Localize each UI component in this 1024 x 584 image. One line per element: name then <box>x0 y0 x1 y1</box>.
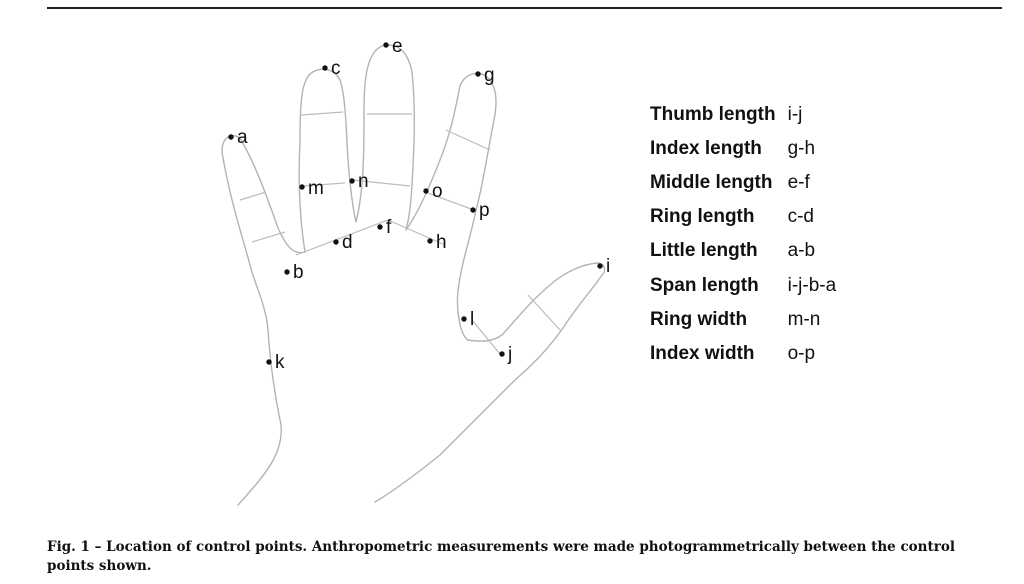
measurement-name: Little length <box>650 240 758 262</box>
point-label-e: e <box>392 36 403 57</box>
point-label-a: a <box>237 127 248 148</box>
measurement-name: Ring width <box>650 308 748 330</box>
control-point-g: g <box>475 65 495 86</box>
control-points: a b c d e f g h i j k l m n o p <box>228 36 610 373</box>
point-label-j: j <box>507 344 512 365</box>
point-label-c: c <box>331 58 341 79</box>
caption-text: Location of control points. Anthropometr… <box>47 539 955 574</box>
control-point-j: j <box>499 344 512 365</box>
measurement-points: m-n <box>787 308 821 330</box>
point-label-n: n <box>358 171 369 192</box>
measurement-points: a-b <box>787 240 816 262</box>
outline-pinky-outer <box>221 134 282 506</box>
measurement-row: Middle length e-f <box>650 166 836 200</box>
point-label-p: p <box>479 200 490 221</box>
control-point-o: o <box>423 181 443 202</box>
figure-caption: Fig. 1 – Location of control points. Ant… <box>47 538 1002 576</box>
measurement-points: i-j <box>787 104 803 126</box>
point-label-b: b <box>293 262 304 283</box>
control-point-e: e <box>383 36 403 57</box>
control-point-f: f <box>377 217 392 238</box>
control-point-p: p <box>470 200 490 221</box>
control-point-c: c <box>322 58 341 79</box>
point-label-m: m <box>308 178 324 199</box>
point-label-k: k <box>275 352 285 373</box>
measurement-table: Thumb length i-j Index length g-h Middle l… <box>650 98 836 371</box>
control-point-n: n <box>349 171 369 192</box>
control-point-h: h <box>427 232 447 253</box>
control-point-l: l <box>461 309 474 330</box>
top-rule <box>47 7 1002 9</box>
hand-figure: a b c d e f g h i j k l m n o p <box>221 36 610 506</box>
outline-ring-finger <box>298 68 357 253</box>
measurement-row: Ring width m-n <box>650 303 836 337</box>
point-label-h: h <box>436 232 447 253</box>
measurement-name: Middle length <box>650 172 773 194</box>
hand-outline <box>221 44 606 506</box>
point-label-o: o <box>432 181 443 202</box>
measurement-points: i-j-b-a <box>787 274 837 296</box>
control-point-i: i <box>597 256 610 277</box>
caption-label: Fig. 1 – <box>47 539 107 555</box>
measurement-name: Span length <box>650 274 759 296</box>
measurement-row: Thumb length i-j <box>650 98 836 132</box>
measurement-name: Index width <box>650 342 755 364</box>
control-point-b: b <box>284 262 304 283</box>
control-point-m: m <box>299 178 324 199</box>
measurement-row: Ring length c-d <box>650 200 836 234</box>
measurement-points: o-p <box>787 342 816 364</box>
measurement-row: Index width o-p <box>650 337 836 371</box>
measurement-name: Thumb length <box>650 104 776 126</box>
point-label-g: g <box>484 65 495 86</box>
measurement-row: Span length i-j-b-a <box>650 268 836 302</box>
point-label-i: i <box>606 256 610 277</box>
control-point-d: d <box>333 232 353 253</box>
outline-pinky-inner <box>239 137 306 254</box>
point-label-l: l <box>470 309 474 330</box>
control-point-a: a <box>228 127 248 148</box>
measurement-name: Index length <box>650 138 762 160</box>
point-label-d: d <box>342 232 353 253</box>
outline-middle-finger <box>355 44 415 231</box>
point-label-f: f <box>386 217 392 238</box>
measurement-row: Little length a-b <box>650 234 836 268</box>
outline-index-finger <box>405 72 497 341</box>
measurement-points: e-f <box>787 172 810 194</box>
finger-creases <box>239 111 561 355</box>
measurement-row: Index length g-h <box>650 132 836 166</box>
outline-thumb <box>374 262 606 503</box>
measurement-name: Ring length <box>650 206 755 228</box>
measurement-points: g-h <box>787 138 816 160</box>
control-point-k: k <box>266 352 285 373</box>
measurement-points: c-d <box>787 206 814 228</box>
